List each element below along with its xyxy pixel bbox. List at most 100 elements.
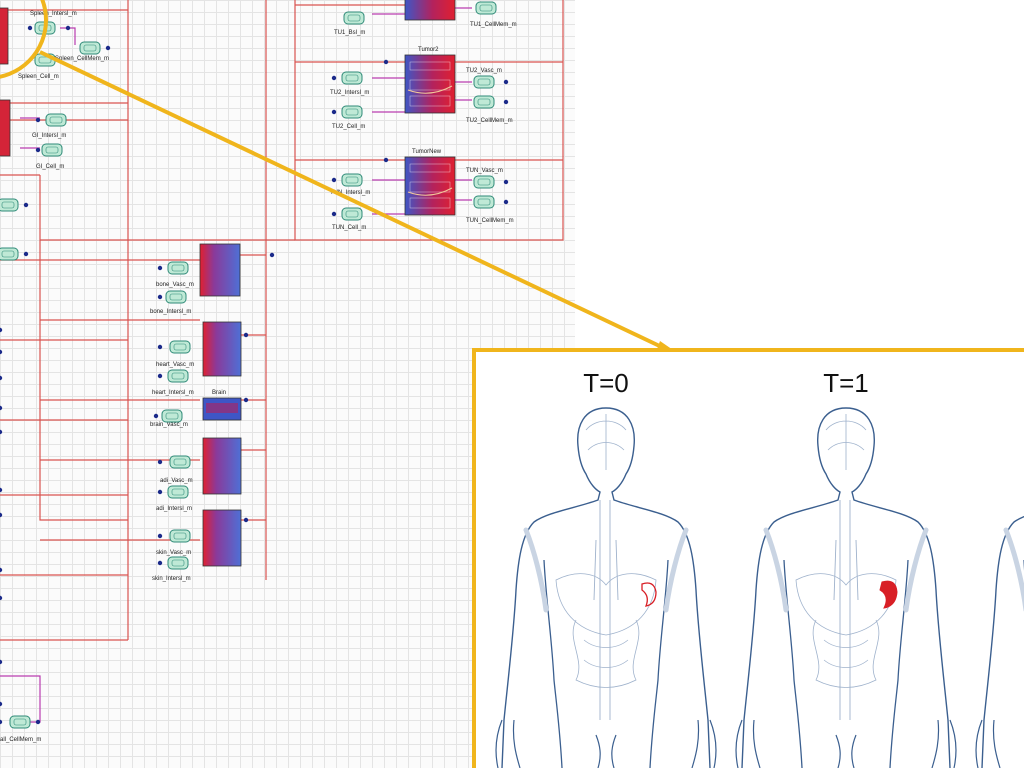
node-label: GI_Cell_m [36,164,64,170]
node-label: adi_Vasc_m [160,478,193,484]
bone-compartment[interactable] [199,243,241,297]
time-label-0: T=0 [583,368,629,398]
species-node[interactable] [473,75,495,89]
species-node[interactable] [9,715,31,729]
species-node-inner [165,412,179,420]
node-label: skin_Vasc_m [156,550,191,556]
port-dot [23,202,29,208]
tumor-t1 [879,580,898,609]
species-node[interactable] [0,247,19,261]
species-node[interactable] [343,11,365,25]
compartment-title-tumornew: TumorNew [412,149,442,155]
species-node[interactable] [475,1,497,15]
species-node[interactable] [0,198,19,212]
node-label: Spleen_CellMem_m [55,56,109,62]
species-node[interactable] [167,261,189,275]
species-node[interactable] [341,173,363,187]
species-node[interactable] [161,409,183,423]
port-dot [0,719,3,725]
intestines-detail [583,639,629,668]
port-dot [157,489,163,495]
species-node-inner [345,210,359,218]
gi-compartment[interactable] [0,99,11,157]
body-left-outline [981,515,1024,768]
torso-left-edge [783,559,803,768]
port-dot [35,719,41,725]
port-dot [0,375,3,381]
node-label: skin_Intersl_m [152,576,191,582]
port-dot [153,413,159,419]
port-dot [157,294,163,300]
arm-bones [763,527,929,613]
intestines-detail [823,639,869,668]
species-node-inner [345,108,359,116]
species-node[interactable] [169,529,191,543]
port-dot [503,199,509,205]
intestines-outline [812,619,880,688]
body-left-outline [741,407,847,768]
species-node[interactable] [167,556,189,570]
node-label: brain_Vasc_m [150,422,188,428]
species-node[interactable] [169,455,191,469]
intestines-outline [572,619,640,688]
species-node[interactable] [341,207,363,221]
species-node[interactable] [167,369,189,383]
node-label: TU1_Bsl_m [334,30,365,36]
species-node-inner [173,532,187,540]
spleen-outline-t0 [641,582,657,607]
right-hand [691,719,717,768]
node-label: adi_Intersl_m [156,506,192,512]
species-node-inner [38,56,52,64]
port-dot [331,177,337,183]
species-node-inner [345,176,359,184]
node-label: TUN_Vasc_m [466,168,503,174]
species-node[interactable] [165,290,187,304]
species-node[interactable] [167,485,189,499]
node-label: all_CellMem_m [0,737,41,743]
species-node[interactable] [79,41,101,55]
skin-compartment[interactable] [202,509,242,567]
species-node[interactable] [341,71,363,85]
port-dot [157,560,163,566]
species-node-inner [479,4,493,12]
species-node[interactable] [473,175,495,189]
species-node[interactable] [41,143,63,157]
node-label: heart_Vasc_m [156,362,194,368]
body-right-outline [605,407,711,768]
species-node-inner [171,264,185,272]
node-label: TU2_CellMem_m [466,118,513,124]
species-node[interactable] [45,113,67,127]
port-dot [243,332,249,338]
species-node-inner [345,74,359,82]
node-label: TU1_CellMem_m [470,22,517,28]
tumor-compartment-1[interactable] [404,0,456,21]
port-dot [0,327,3,333]
port-dots [0,25,509,725]
species-node-inner [477,98,491,106]
compartment-title-tumor2: Tumor2 [418,47,439,53]
tumor-compartment-2[interactable] [404,54,456,114]
port-dot [0,487,3,493]
port-dot [157,533,163,539]
body-right-outline [845,407,951,768]
spleen-compartment[interactable] [0,7,9,65]
callout-line [39,50,669,352]
port-dot [0,429,3,435]
node-label: GI_Intersl_m [32,133,66,139]
species-node[interactable] [169,340,191,354]
tumor-compartment-new[interactable] [404,156,456,216]
species-node[interactable] [473,95,495,109]
species-node[interactable] [341,105,363,119]
species-node[interactable] [473,195,495,209]
adipose-compartment[interactable] [202,437,242,495]
species-node-inner [1,201,15,209]
brain-compartment[interactable] [202,397,242,421]
left-hand [975,719,1001,768]
node-label: TUN_Cell_m [332,225,366,231]
node-label: TU2_Cell_m [332,124,365,130]
species-node-inner [171,559,185,567]
blood-vessels [833,500,859,720]
species-node-inner [171,372,185,380]
heart-compartment[interactable] [202,321,242,377]
